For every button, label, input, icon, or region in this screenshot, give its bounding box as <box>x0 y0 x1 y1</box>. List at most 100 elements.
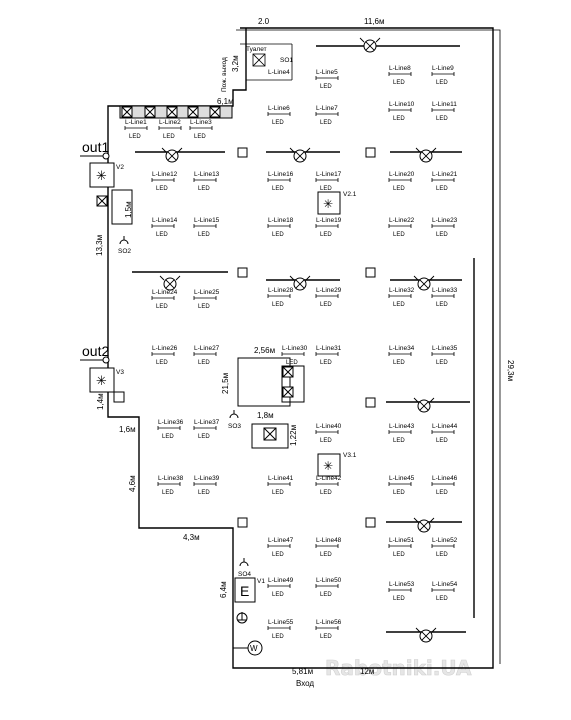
ventilation-v2-1: ✳ <box>317 191 341 215</box>
led-strip <box>315 112 339 116</box>
ventilation-v3-1-label: V3.1 <box>343 452 357 459</box>
outer-walls <box>107 27 501 669</box>
led-strip <box>315 544 339 548</box>
led-strip <box>388 544 412 548</box>
entrance-label: Вход <box>296 679 314 688</box>
lamp-icon <box>413 275 435 291</box>
dim-bottom-right: 12м <box>360 667 374 676</box>
line-label: L-Line51 <box>389 537 415 544</box>
line-label: L-Line56 <box>316 619 342 626</box>
line-label: L-Line20 <box>389 171 415 178</box>
line-label: L-Line9 <box>432 65 454 72</box>
dim-small-room-h: 1,22м <box>289 425 298 446</box>
led-strip <box>151 352 175 356</box>
led-label: LED <box>272 232 284 238</box>
led-strip <box>267 178 291 182</box>
led-strip <box>157 426 181 430</box>
dim-top-right: 11,6м <box>364 17 384 26</box>
led-strip <box>193 352 217 356</box>
line-label: L-Line1 <box>125 119 147 126</box>
dim-step-top: 6,1м <box>217 97 234 106</box>
led-strip <box>193 296 217 300</box>
svg-text:✳: ✳ <box>96 374 107 389</box>
led-strip <box>267 544 291 548</box>
led-strip <box>193 426 217 430</box>
led-label: LED <box>393 80 405 86</box>
ventilation-v3-1: ✳ <box>317 453 341 477</box>
led-label: LED <box>163 134 175 140</box>
line-label: L-Line12 <box>152 171 178 178</box>
junction-box-3 <box>166 106 178 118</box>
led-strip <box>431 482 455 486</box>
line-label: L-Line19 <box>316 217 342 224</box>
toilet-fixture-box <box>252 53 266 67</box>
led-strip <box>315 294 339 298</box>
lamp-icon <box>289 147 311 163</box>
led-strip <box>315 626 339 630</box>
led-strip <box>431 430 455 434</box>
dim-left-middle: 4,6м <box>128 475 137 492</box>
line-label: L-Line18 <box>268 217 294 224</box>
dim-room-height: 21,5м <box>221 373 230 394</box>
dim-left-v3: 1,4м <box>96 393 105 410</box>
line-label: L-Line36 <box>158 419 184 426</box>
dim-left-lower: 6,4м <box>219 581 228 598</box>
line-label: L-Line29 <box>316 287 342 294</box>
led-strip <box>267 224 291 228</box>
led-label: LED <box>393 490 405 496</box>
led-strip <box>388 430 412 434</box>
lamp-icon <box>413 517 435 533</box>
led-label: LED <box>272 186 284 192</box>
led-strip <box>431 224 455 228</box>
led-label: LED <box>272 634 284 640</box>
small-room <box>251 423 289 449</box>
dim-room-width: 2,56м <box>254 346 275 355</box>
toilet-label: Туалет <box>246 46 267 53</box>
line-label: L-Line5 <box>316 69 338 76</box>
led-strip <box>431 544 455 548</box>
junction-box-4 <box>187 106 199 118</box>
line-label-group: L-Line1LEDL-Line2LEDL-Line3LEDL-Line5LED… <box>124 65 458 640</box>
led-label: LED <box>436 80 448 86</box>
led-label: LED <box>320 634 332 640</box>
led-strip <box>158 126 182 130</box>
top-junction-boxes <box>119 105 233 119</box>
dim-bottom-left: 5,81м <box>292 667 313 676</box>
led-label: LED <box>436 302 448 308</box>
out2-label: out2 <box>82 343 109 359</box>
fire-exit-label: Пож. выход <box>221 57 228 92</box>
led-strip <box>151 296 175 300</box>
line-label: L-Line52 <box>432 537 458 544</box>
led-label: LED <box>198 304 210 310</box>
line-label: L-Line46 <box>432 475 458 482</box>
led-label: LED <box>320 438 332 444</box>
ventilation-v2: ✳ <box>89 162 133 225</box>
dim-fire-exit: 3,2м <box>231 55 240 72</box>
led-strip <box>315 584 339 588</box>
line-label: L-Line7 <box>316 105 338 112</box>
ground-symbol <box>236 612 248 624</box>
wall-outline <box>107 27 494 669</box>
ventilation-v3-label: V3 <box>116 369 124 376</box>
lamp-icon <box>415 147 437 163</box>
led-label: LED <box>194 134 206 140</box>
led-label: LED <box>272 302 284 308</box>
led-label: LED <box>393 232 405 238</box>
led-label: LED <box>198 360 210 366</box>
